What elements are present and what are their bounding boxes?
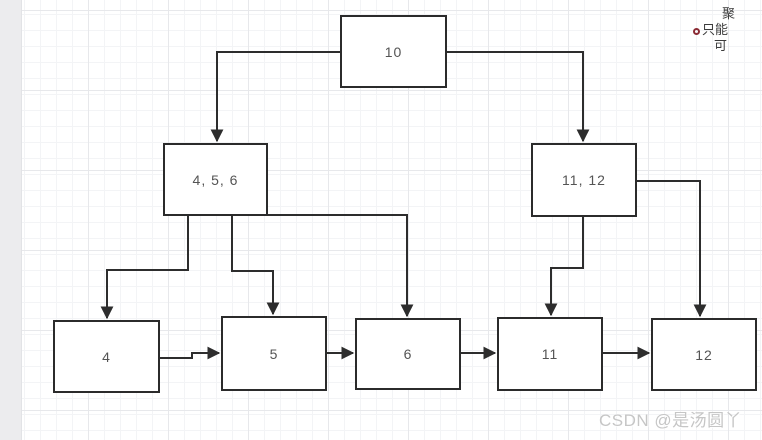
edge-root-to-internal-right	[447, 51, 590, 143]
edge-root-to-internal-left	[210, 51, 340, 143]
edge-internal-left-to-leaf-5	[231, 216, 280, 316]
canvas-left-edge-strip	[0, 0, 22, 440]
edge-internal-left-to-leaf-4	[100, 216, 189, 320]
edge-leaf-4-to-leaf-5	[160, 346, 221, 360]
clipped-note-text: 聚 只能 可	[692, 0, 762, 70]
note-line-2-text: 只能	[702, 22, 729, 37]
edge-internal-left-to-leaf-6	[268, 214, 414, 318]
red-ring-bullet-icon	[693, 28, 700, 35]
note-line-3: 可	[714, 38, 728, 53]
csdn-watermark: CSDN @是汤圆丫	[599, 411, 743, 430]
note-line-1: 聚	[722, 6, 736, 21]
edge-internal-right-to-leaf-11	[544, 217, 584, 317]
edge-internal-right-to-leaf-12	[637, 180, 707, 318]
note-line-2: 只能	[693, 23, 728, 36]
